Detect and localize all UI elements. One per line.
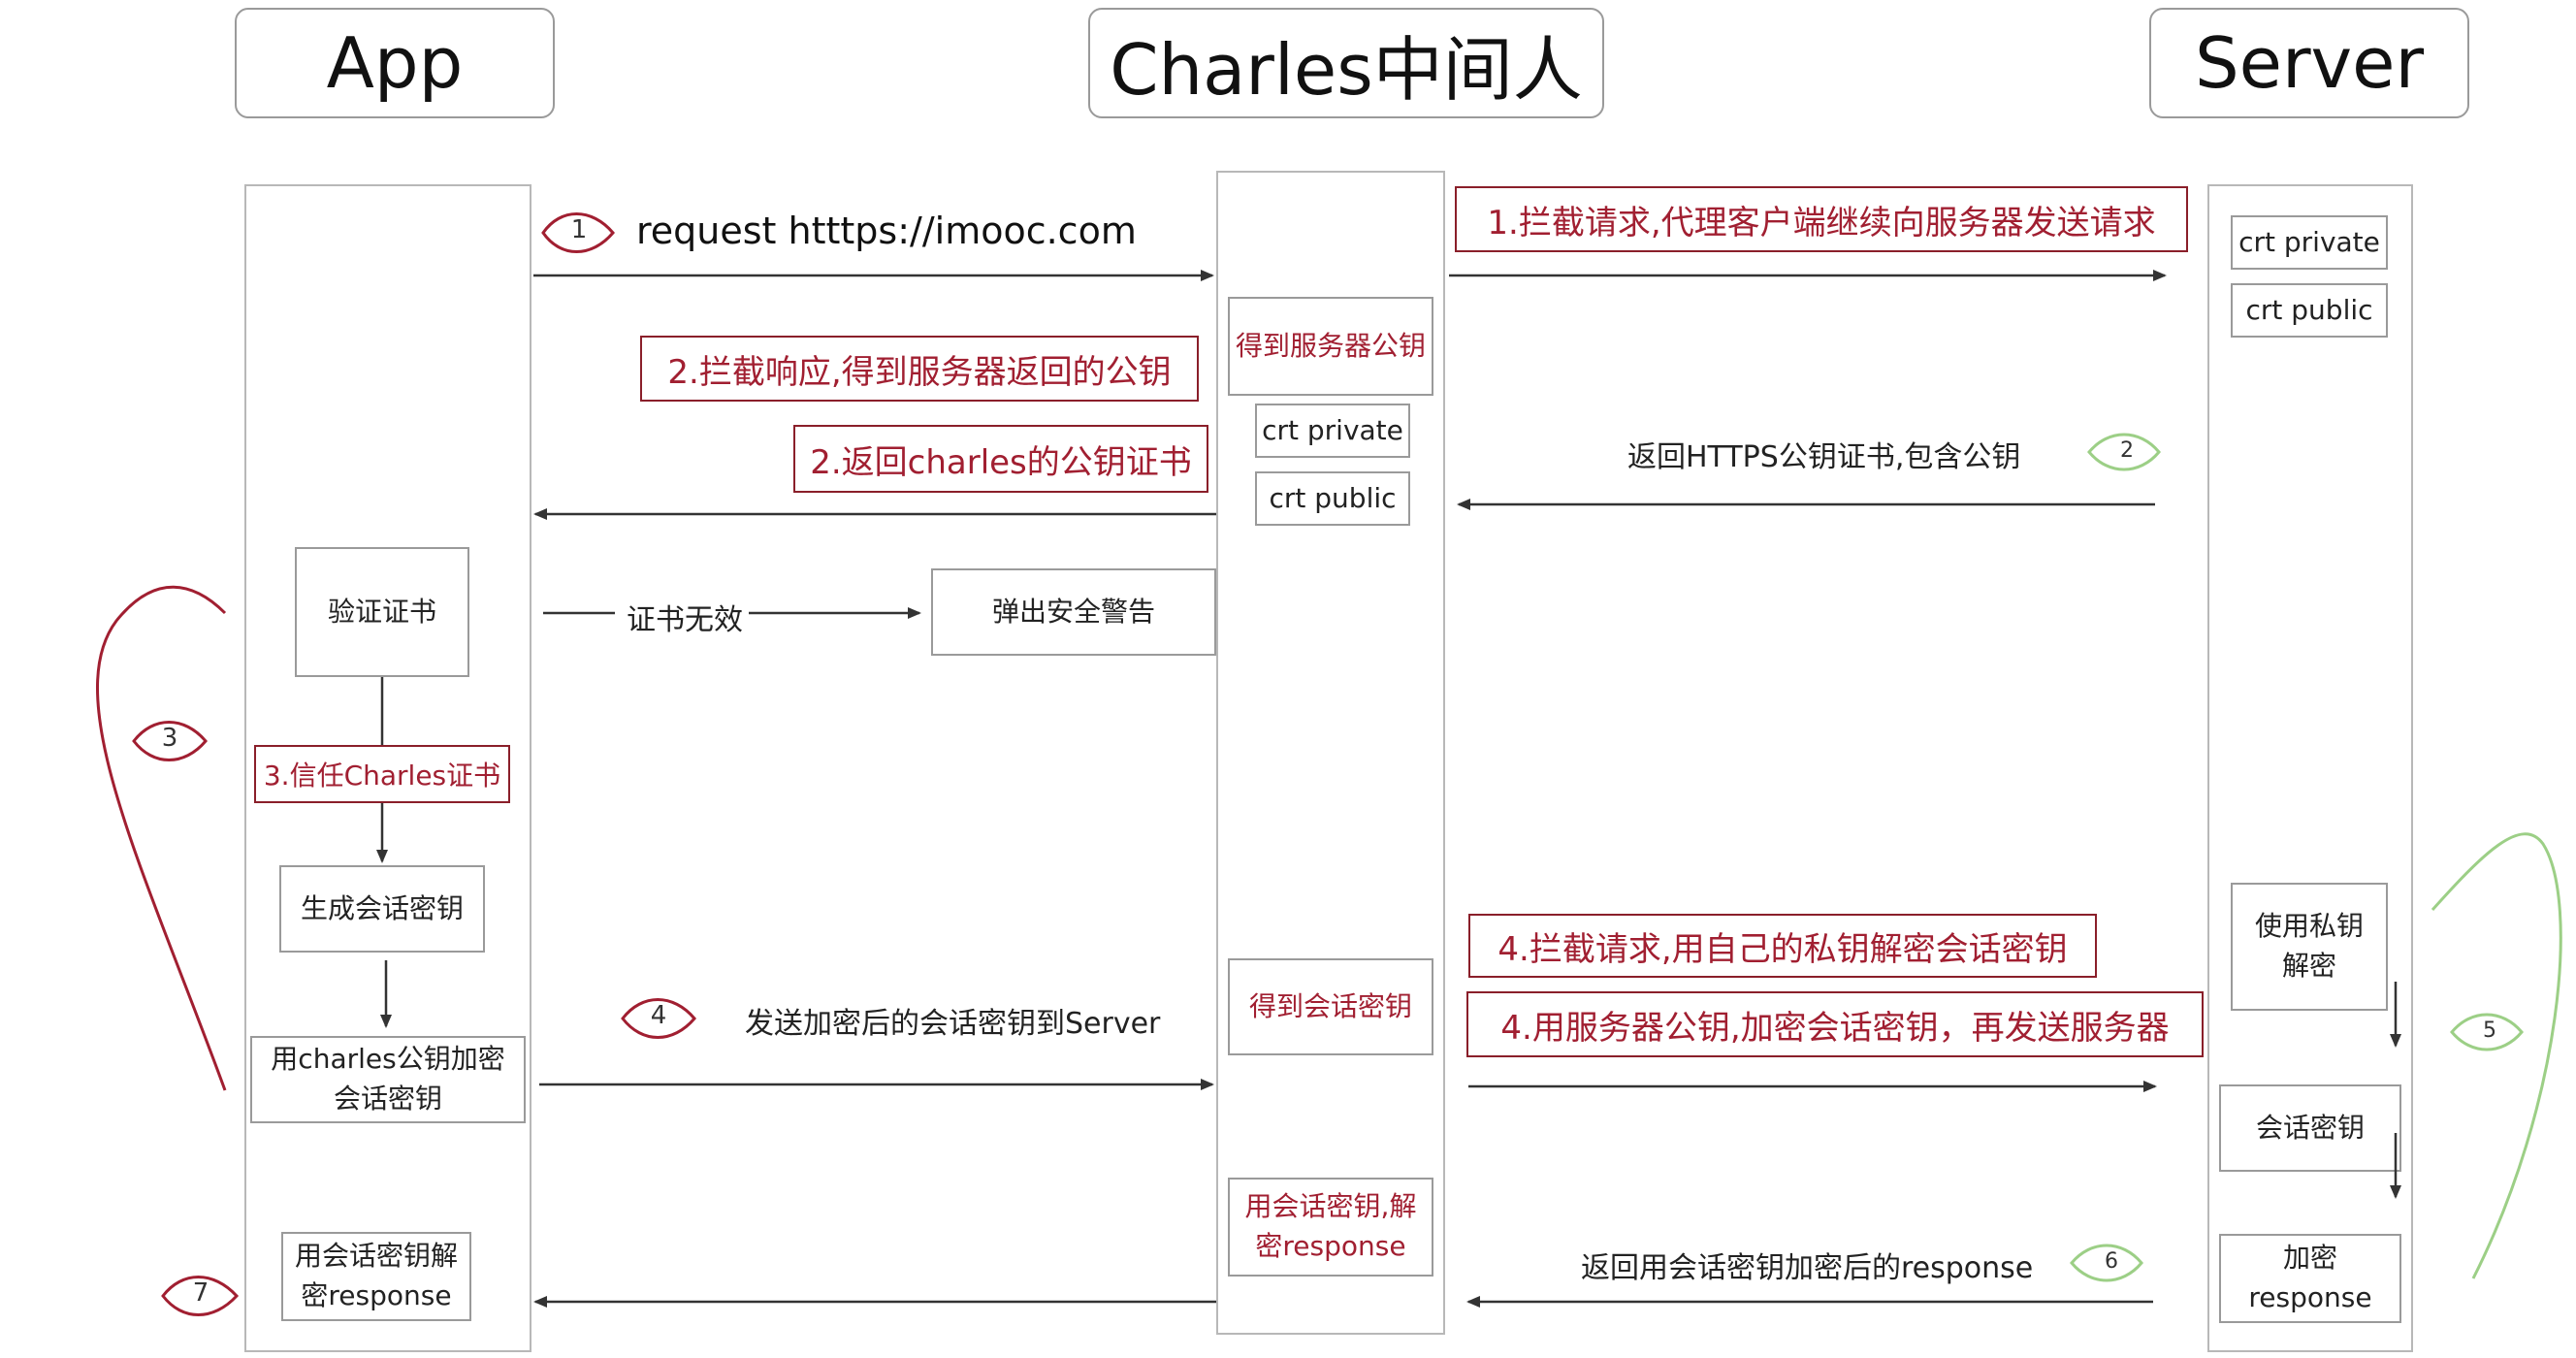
app-decrypt-line1: 用会话密钥解 (294, 1240, 458, 1273)
step-marker-4 (621, 998, 696, 1039)
server-encrypt-box: 加密 response (2219, 1234, 2401, 1323)
step-1-number: 1 (570, 215, 588, 244)
app-trust-curve (96, 585, 227, 1091)
intercept-request-label: 1.拦截请求,代理客户端继续向服务器发送请求 (1487, 203, 2156, 242)
actor-server: Server (2149, 8, 2469, 118)
server-crt-public-box: crt public (2231, 283, 2388, 338)
server-process-curve (2431, 832, 2562, 1279)
step-7-number: 7 (192, 1278, 209, 1308)
decrypt-own-key-note: 4.拦截请求,用自己的私钥解密会话密钥 (1468, 914, 2097, 978)
intercept-response-note: 2.拦截响应,得到服务器返回的公钥 (640, 336, 1199, 402)
step-marker-3 (132, 721, 208, 761)
charles-get-server-key-label: 得到服务器公钥 (1235, 329, 1426, 362)
encrypt-server-key-label: 4.用服务器公钥,加密会话密钥，再发送服务器 (1500, 1008, 2170, 1048)
send-session-key-label: 发送加密后的会话密钥到Server (745, 1007, 1161, 1041)
app-verify-cert-box: 验证证书 (295, 547, 469, 677)
return-cert-label: 返回HTTPS公钥证书,包含公钥 (1627, 440, 2021, 474)
encrypt-server-key-note: 4.用服务器公钥,加密会话密钥，再发送服务器 (1466, 991, 2204, 1057)
charles-crt-private-label: crt private (1262, 413, 1403, 446)
app-verify-cert-label: 验证证书 (327, 595, 436, 628)
trust-charles-label: 3.信任Charles证书 (263, 760, 501, 792)
server-decrypt-line1: 使用私钥 (2254, 910, 2364, 943)
app-security-warning-label: 弹出安全警告 (991, 595, 1155, 628)
server-crt-private-label: crt private (2238, 225, 2380, 258)
step-4-number: 4 (650, 1001, 667, 1030)
server-crt-public-label: crt public (2245, 293, 2373, 326)
step-2-number: 2 (2120, 438, 2134, 463)
app-decrypt-response-box: 用会话密钥解 密response (281, 1232, 471, 1321)
server-encrypt-line2: response (2248, 1281, 2372, 1313)
charles-get-session-key-label: 得到会话密钥 (1248, 989, 1412, 1022)
return-charles-cert-note: 2.返回charles的公钥证书 (793, 425, 1208, 493)
return-charles-cert-label: 2.返回charles的公钥证书 (810, 442, 1192, 482)
actor-app: App (235, 8, 555, 118)
actor-server-label: Server (2194, 22, 2425, 104)
charles-crt-public-box: crt public (1255, 471, 1410, 526)
request-label: request htttps://imooc.com (636, 210, 1137, 252)
step-marker-7 (161, 1276, 240, 1316)
intercept-request-note: 1.拦截请求,代理客户端继续向服务器发送请求 (1455, 186, 2188, 252)
server-decrypt-box: 使用私钥 解密 (2231, 883, 2388, 1011)
charles-decrypt-response-line1: 用会话密钥,解 (1244, 1190, 1417, 1223)
charles-crt-private-box: crt private (1255, 404, 1410, 458)
charles-get-session-key-box: 得到会话密钥 (1228, 958, 1433, 1055)
actor-charles-label: Charles中间人 (1110, 28, 1583, 111)
server-encrypt-line1: 加密 (2282, 1242, 2337, 1275)
step-6-number: 6 (2105, 1249, 2118, 1274)
server-crt-private-box: crt private (2231, 215, 2388, 270)
step-3-number: 3 (161, 724, 178, 753)
charles-decrypt-response-box: 用会话密钥,解 密response (1228, 1178, 1433, 1277)
app-security-warning-box: 弹出安全警告 (931, 568, 1216, 656)
app-encrypt-line1: 用charles公钥加密 (271, 1043, 505, 1076)
trust-charles-note: 3.信任Charles证书 (254, 745, 510, 803)
app-decrypt-line2: 密response (301, 1279, 452, 1311)
app-gen-session-key-label: 生成会话密钥 (300, 891, 464, 924)
charles-crt-public-label: crt public (1269, 481, 1397, 514)
invalid-cert-label: 证书无效 (627, 603, 743, 637)
step-marker-1 (541, 212, 615, 253)
server-session-key-label: 会话密钥 (2255, 1111, 2365, 1144)
actor-app-label: App (326, 22, 464, 104)
step-marker-5 (2450, 1013, 2524, 1051)
app-gen-session-key-box: 生成会话密钥 (279, 865, 485, 953)
actor-charles: Charles中间人 (1088, 8, 1604, 118)
charles-get-server-key-box: 得到服务器公钥 (1228, 297, 1433, 396)
charles-decrypt-response-line2: 密response (1255, 1230, 1406, 1262)
return-response-label: 返回用会话密钥加密后的response (1581, 1251, 2034, 1285)
app-encrypt-session-key-box: 用charles公钥加密 会话密钥 (250, 1036, 526, 1123)
step-marker-6 (2070, 1244, 2143, 1282)
step-marker-2 (2087, 433, 2161, 471)
app-encrypt-line2: 会话密钥 (333, 1083, 442, 1115)
step-5-number: 5 (2483, 1018, 2496, 1043)
intercept-response-label: 2.拦截响应,得到服务器返回的公钥 (667, 352, 1172, 392)
server-decrypt-line2: 解密 (2281, 950, 2336, 982)
decrypt-own-key-label: 4.拦截请求,用自己的私钥解密会话密钥 (1497, 929, 2068, 969)
server-session-key-box: 会话密钥 (2219, 1084, 2401, 1172)
